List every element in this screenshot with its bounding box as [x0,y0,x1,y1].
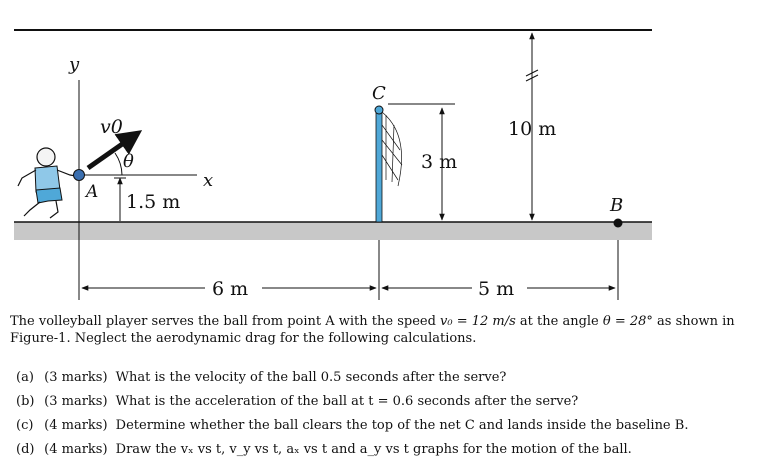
net-height-label: 3 m [421,151,457,173]
question-text: What is the acceleration of the ball at … [115,394,579,409]
ceiling-break-2 [525,74,539,82]
net-mesh [381,111,403,187]
question-item: (d) (4 marks) Draw the vₓ vs t, v_y vs t… [16,438,761,462]
question-label: (b) [16,394,35,409]
player-figure [17,147,77,219]
question-marks: (3 marks) [44,370,108,385]
intro-part2: at the angle [515,314,603,329]
question-marks: (3 marks) [44,394,108,409]
net-post [375,109,383,223]
x-axis-label: x [203,170,213,191]
angle-arc [114,152,123,176]
question-item: (a) (3 marks) What is the velocity of th… [16,366,761,390]
angle-label: θ [123,151,134,172]
distance-to-b-label: 5 m [478,278,514,300]
question-text: What is the velocity of the ball 0.5 sec… [115,370,507,385]
ceiling-height-label: 10 m [508,118,556,140]
velocity-label: v0 [100,116,123,138]
question-label: (c) [16,418,34,433]
ground [14,222,652,240]
question-marks: (4 marks) [44,418,108,433]
distance-to-net-label: 6 m [212,278,248,300]
point-b-marker [613,218,623,228]
y-axis-label: y [68,54,80,75]
intro-part1: The volleyball player serves the ball fr… [10,314,441,329]
point-b-label: B [609,195,623,216]
velocity-arrow [86,130,143,171]
net-top-point [374,105,384,115]
ceiling-break-1 [525,69,539,77]
launch-height-label: 1.5 m [126,191,180,213]
point-a-label: A [84,182,98,202]
question-marks: (4 marks) [44,442,108,457]
question-label: (a) [16,370,34,385]
ball [73,169,85,181]
problem-intro: The volleyball player serves the ball fr… [10,313,762,347]
angle-expression: θ = 28° [602,314,653,329]
question-text: Draw the vₓ vs t, v_y vs t, aₓ vs t and … [115,442,632,457]
problem-statement: The volleyball player serves the ball fr… [10,313,762,347]
question-label: (d) [16,442,35,457]
speed-expression: v₀ = 12 m/s [440,314,516,329]
point-c-label: C [372,83,386,104]
intro-part3: as shown in Figure-1. Neglect the aerody… [10,314,735,346]
question-text: Determine whether the ball clears the to… [115,418,689,433]
question-list: (a) (3 marks) What is the velocity of th… [16,366,761,462]
projectile-figure: y x v0 θ A 1.5 m C 3 m 10 m B 6 m [14,29,652,300]
question-item: (c) (4 marks) Determine whether the ball… [16,414,761,438]
question-item: (b) (3 marks) What is the acceleration o… [16,390,761,414]
